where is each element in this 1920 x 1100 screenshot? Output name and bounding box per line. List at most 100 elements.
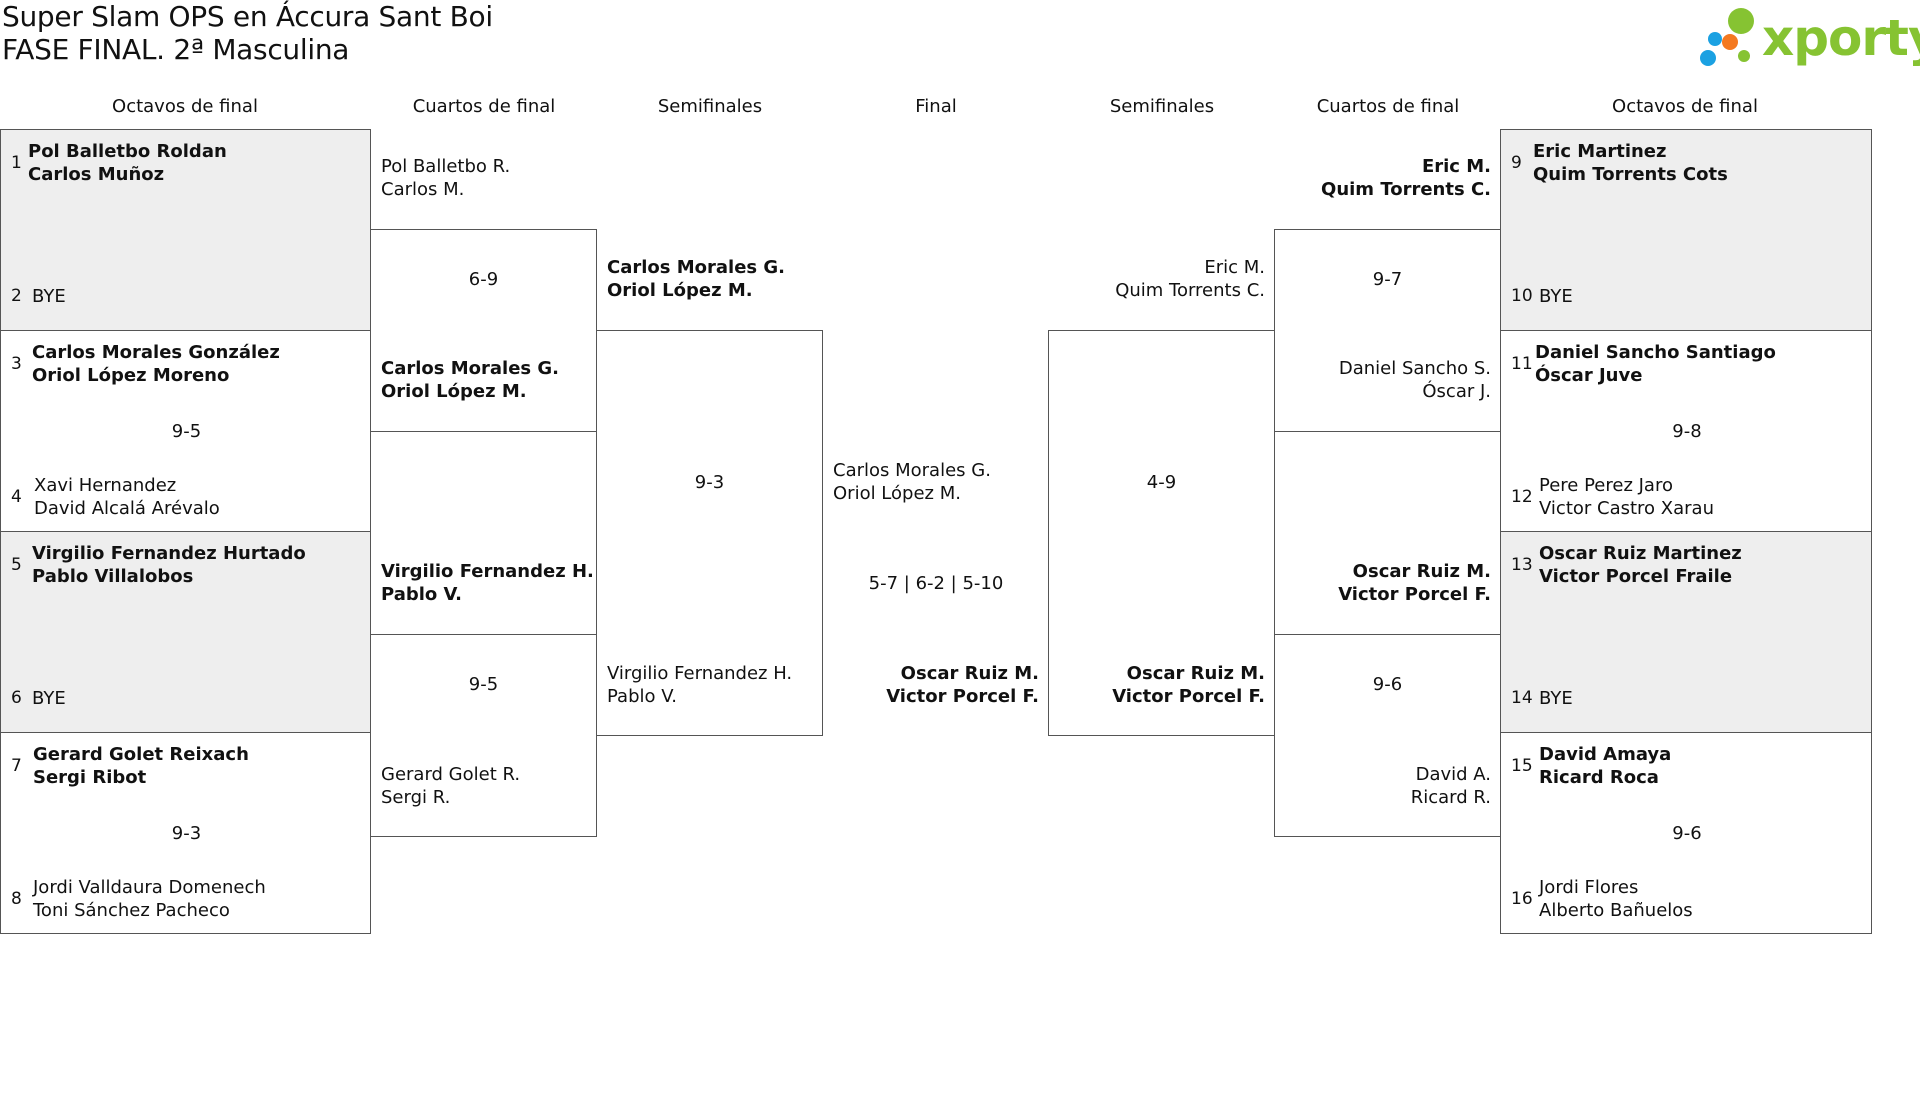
seed-number: 3 xyxy=(11,354,22,374)
r16-right-match-1: 9 Eric Martinez Quim Torrents Cots 10 BY… xyxy=(1500,129,1872,331)
qf-right-2-team-player-1-winner: Oscar Ruiz M. xyxy=(1352,561,1491,582)
team-player-1: Jordi Flores xyxy=(1539,877,1639,898)
qf-left-1-team-player-2: Carlos M. xyxy=(381,179,465,200)
header-left-qf: Cuartos de final xyxy=(412,96,556,117)
team-player-2: Victor Porcel Fraile xyxy=(1539,566,1733,587)
sf-right-team-player-2-winner: Victor Porcel F. xyxy=(1112,686,1265,707)
sf-right-match: 4-9 xyxy=(1048,330,1275,736)
qf-left-2-team-player-1-winner: Virgilio Fernandez H. xyxy=(381,561,594,582)
qf-right-2-team-player-1: David A. xyxy=(1415,764,1491,785)
r16-left-match-4: 7 Gerard Golet Reixach Sergi Ribot 9-3 8… xyxy=(0,732,371,934)
team-player-1: Pol Balletbo Roldan xyxy=(28,141,227,162)
seed-number: 7 xyxy=(11,756,22,776)
seed-number: 12 xyxy=(1511,487,1533,507)
sf-left-team-player-1: Virgilio Fernandez H. xyxy=(607,663,793,684)
qf-left-1-team-player-2-winner: Oriol López M. xyxy=(381,381,527,402)
seed-number: 11 xyxy=(1511,354,1533,374)
bye-label: BYE xyxy=(32,286,66,307)
final-team-right-player-2-winner: Victor Porcel F. xyxy=(886,686,1039,707)
match-score: 6-9 xyxy=(468,269,499,290)
header-right-r16: Octavos de final xyxy=(1612,96,1758,117)
qf-right-1-team-player-1: Daniel Sancho S. xyxy=(1338,358,1491,379)
qf-right-2-team-player-2: Ricard R. xyxy=(1410,787,1491,808)
seed-number: 1 xyxy=(11,153,22,173)
logo-dot-green2-icon xyxy=(1738,50,1750,62)
team-player-2: Victor Castro Xarau xyxy=(1539,498,1714,519)
team-player-2: Carlos Muñoz xyxy=(28,164,165,185)
r16-left-match-1: 1 Pol Balletbo Roldan Carlos Muñoz 2 BYE xyxy=(0,129,371,331)
r16-right-match-4: 15 David Amaya Ricard Roca 9-6 16 Jordi … xyxy=(1500,732,1872,934)
seed-number: 16 xyxy=(1511,889,1533,909)
r16-right-match-2: 11 Daniel Sancho Santiago Óscar Juve 9-8… xyxy=(1500,330,1872,532)
header-final: Final xyxy=(915,96,957,117)
final-team-left-player-1: Carlos Morales G. xyxy=(833,460,991,481)
team-player-1: Eric Martinez xyxy=(1533,141,1667,162)
qf-left-1-team-player-1: Pol Balletbo R. xyxy=(381,156,511,177)
bye-label: BYE xyxy=(1539,286,1573,307)
qf-right-1-team-player-1-winner: Eric M. xyxy=(1421,156,1491,177)
match-score: 9-6 xyxy=(1372,674,1403,695)
final-score: 5-7 | 6-2 | 5-10 xyxy=(868,573,1004,594)
final-team-right-player-1-winner: Oscar Ruiz M. xyxy=(900,663,1039,684)
qf-left-1-team-player-1-winner: Carlos Morales G. xyxy=(381,358,560,379)
team-player-2: Ricard Roca xyxy=(1539,767,1659,788)
bye-label: BYE xyxy=(32,688,66,709)
qf-left-2-team-player-1: Gerard Golet R. xyxy=(381,764,521,785)
match-score: 4-9 xyxy=(1146,472,1177,493)
r16-left-match-2: 3 Carlos Morales González Oriol López Mo… xyxy=(0,330,371,532)
seed-number: 10 xyxy=(1511,286,1533,306)
logo-dot-blue-icon xyxy=(1708,32,1722,46)
team-player-1: Xavi Hernandez xyxy=(34,475,177,496)
bye-label: BYE xyxy=(1539,688,1573,709)
team-player-1: Gerard Golet Reixach xyxy=(33,744,249,765)
seed-number: 6 xyxy=(11,688,22,708)
team-player-2: David Alcalá Arévalo xyxy=(34,498,220,519)
team-player-1: David Amaya xyxy=(1539,744,1672,765)
seed-number: 5 xyxy=(11,555,22,575)
xporty-logo: xporty xyxy=(1698,4,1920,72)
match-score: 9-7 xyxy=(1372,269,1403,290)
seed-number: 13 xyxy=(1511,555,1533,575)
match-score: 9-8 xyxy=(1672,421,1702,442)
team-player-2: Óscar Juve xyxy=(1535,365,1643,386)
logo-dot-blue2-icon xyxy=(1700,50,1716,66)
sf-right-team-player-2: Quim Torrents C. xyxy=(1115,280,1265,301)
team-player-2: Pablo Villalobos xyxy=(32,566,194,587)
header-left-sf: Semifinales xyxy=(657,96,763,117)
seed-number: 4 xyxy=(11,487,22,507)
sf-right-team-player-1: Eric M. xyxy=(1204,257,1265,278)
qf-left-2-team-player-2: Sergi R. xyxy=(381,787,451,808)
qf-right-2-team-player-2-winner: Victor Porcel F. xyxy=(1338,584,1491,605)
r16-right-match-3: 13 Oscar Ruiz Martinez Victor Porcel Fra… xyxy=(1500,531,1872,733)
team-player-1: Oscar Ruiz Martinez xyxy=(1539,543,1742,564)
match-score: 9-6 xyxy=(1672,823,1702,844)
team-player-1: Daniel Sancho Santiago xyxy=(1535,342,1776,363)
team-player-1: Jordi Valldaura Domenech xyxy=(33,877,266,898)
header-left-r16: Octavos de final xyxy=(112,96,258,117)
qf-right-1-team-player-2: Óscar J. xyxy=(1422,381,1491,402)
team-player-2: Toni Sánchez Pacheco xyxy=(33,900,230,921)
qf-right-1-team-player-2-winner: Quim Torrents C. xyxy=(1321,179,1491,200)
sf-left-team-player-2-winner: Oriol López M. xyxy=(607,280,753,301)
match-score: 9-3 xyxy=(694,472,725,493)
phase-subtitle: FASE FINAL. 2ª Masculina xyxy=(2,33,350,66)
sf-left-match: 9-3 xyxy=(596,330,823,736)
sf-left-team-player-1-winner: Carlos Morales G. xyxy=(607,257,786,278)
match-score: 9-5 xyxy=(468,674,499,695)
header-right-sf: Semifinales xyxy=(1109,96,1215,117)
qf-left-2-team-player-2-winner: Pablo V. xyxy=(381,584,462,605)
sf-left-team-player-2: Pablo V. xyxy=(607,686,677,707)
seed-number: 8 xyxy=(11,889,22,909)
tournament-title: Super Slam OPS en Áccura Sant Boi xyxy=(2,0,493,33)
sf-right-team-player-1-winner: Oscar Ruiz M. xyxy=(1126,663,1265,684)
match-score: 9-3 xyxy=(171,823,202,844)
header-right-qf: Cuartos de final xyxy=(1316,96,1460,117)
seed-number: 2 xyxy=(11,286,22,306)
seed-number: 14 xyxy=(1511,688,1533,708)
team-player-2: Sergi Ribot xyxy=(33,767,147,788)
team-player-2: Alberto Bañuelos xyxy=(1539,900,1693,921)
final-team-left-player-2: Oriol López M. xyxy=(833,483,961,504)
team-player-1: Pere Perez Jaro xyxy=(1539,475,1673,496)
logo-dot-green-icon xyxy=(1728,8,1754,34)
team-player-1: Carlos Morales González xyxy=(32,342,280,363)
